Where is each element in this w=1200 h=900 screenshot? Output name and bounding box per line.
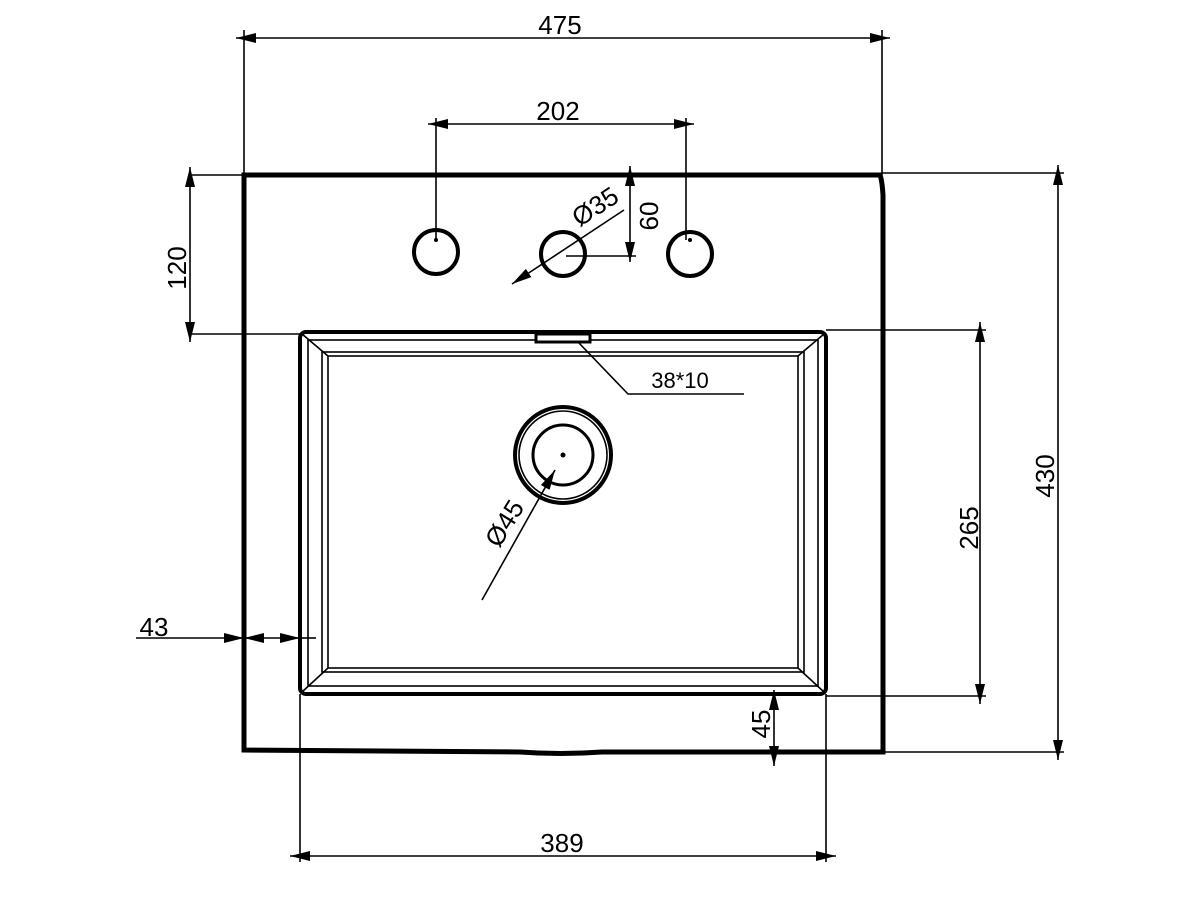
overall-width-label: 475 <box>538 10 581 40</box>
front-rim-label: 45 <box>746 710 776 739</box>
overall-depth-label: 430 <box>1030 454 1060 497</box>
dimension-front-rim: 45 <box>746 690 779 766</box>
dimension-bowl-width: 389 <box>290 694 836 862</box>
bowl-floor-edge <box>321 351 805 673</box>
drain <box>513 405 613 505</box>
dimension-overflow-slot: 38*10 <box>577 341 744 395</box>
tap-spacing-label: 202 <box>536 96 579 126</box>
dimension-overall-width: 475 <box>236 10 890 175</box>
dimension-overall-depth: 430 <box>882 165 1064 760</box>
bowl-chamfer <box>307 339 819 687</box>
overflow-slot <box>534 332 592 344</box>
tap-holes <box>412 228 714 278</box>
dimension-rim-to-bowl: 120 <box>162 167 300 342</box>
bowl-depth-label: 265 <box>954 506 984 549</box>
overflow-slot-label: 38*10 <box>651 368 709 393</box>
bowl-width-label: 389 <box>540 828 583 858</box>
dimension-side-rim: 43 <box>136 612 316 643</box>
tap-hole-right <box>666 230 714 278</box>
side-rim-label: 43 <box>140 612 169 642</box>
tap-hole-center <box>539 230 587 278</box>
bowl-floor-inner <box>327 355 799 669</box>
dimension-tap-offset: 60 <box>566 166 664 262</box>
dimension-drain-diameter: Ø45 <box>479 469 556 601</box>
dimension-bowl-depth: 265 <box>826 322 986 704</box>
bowl-outer-edge <box>298 330 828 696</box>
drain-diameter-label: Ø45 <box>479 494 530 552</box>
rim-to-bowl-label: 120 <box>162 246 192 289</box>
bowl-corner-chamfers <box>301 333 825 693</box>
tap-offset-label: 60 <box>634 202 664 231</box>
sink-outline <box>241 172 886 756</box>
tap-diameter-label: Ø35 <box>566 180 624 232</box>
dimension-tap-spacing: 202 <box>428 96 694 240</box>
